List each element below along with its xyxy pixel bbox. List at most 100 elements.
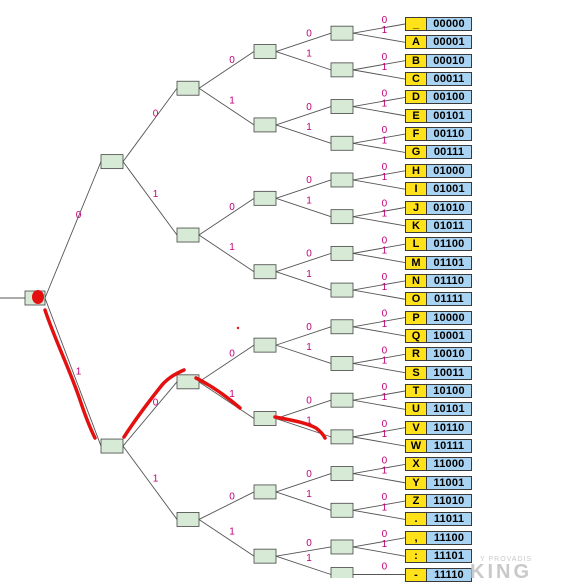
edge-label-one: 1	[382, 539, 388, 550]
tree-edge	[352, 23, 406, 34]
tree-edge	[122, 87, 178, 162]
tree-node	[330, 466, 354, 481]
leaf-code: 01011	[427, 219, 471, 232]
root-highlight-mark	[32, 290, 44, 304]
leaf-symbol: T	[406, 385, 427, 397]
edge-label-one: 1	[229, 389, 235, 400]
leaf-code: 10101	[427, 403, 471, 416]
tree-edge	[122, 445, 178, 520]
edge-label-one: 1	[306, 269, 312, 280]
tree-edge	[352, 243, 406, 254]
tree-edge	[352, 390, 406, 401]
leaf-code-box: .11011	[405, 512, 472, 527]
leaf-symbol: A	[406, 36, 427, 49]
tree-node	[330, 567, 354, 578]
tree-node	[330, 539, 354, 555]
tree-edge	[275, 491, 332, 511]
edge-label-one: 1	[153, 189, 159, 200]
leaf-symbol: V	[406, 421, 427, 434]
edge-label-zero: 0	[306, 249, 312, 260]
edge-label-zero: 0	[76, 210, 82, 221]
edge-label-one: 1	[306, 49, 312, 60]
edge-label-zero: 0	[382, 125, 388, 136]
edge-label-one: 1	[306, 416, 312, 427]
tree-edge	[275, 555, 332, 575]
leaf-code-box: _00000	[405, 17, 472, 31]
leaf-symbol: O	[406, 293, 427, 306]
edge-label-zero: 0	[382, 235, 388, 246]
tree-edge	[352, 170, 406, 181]
leaf-code: 10110	[427, 421, 471, 434]
edge-label-zero: 0	[382, 89, 388, 100]
edge-label-one: 1	[229, 242, 235, 253]
tree-node	[330, 392, 354, 408]
leaf-symbol: ,	[406, 531, 427, 544]
tree-edge	[275, 51, 332, 71]
leaf-code-box: :11101	[405, 549, 472, 564]
edge-label-zero: 0	[306, 28, 312, 39]
edge-label-zero: 0	[382, 15, 388, 26]
edge-label-one: 1	[382, 25, 388, 36]
edge-label-one: 1	[382, 62, 388, 73]
tree-edge	[275, 546, 332, 557]
edge-label-one: 1	[382, 356, 388, 367]
edge-label-one: 1	[382, 429, 388, 440]
tree-edge	[198, 491, 255, 520]
tree-edge	[352, 216, 406, 227]
tree-edge	[352, 280, 406, 291]
leaf-code: 01101	[427, 256, 471, 269]
tree-node	[330, 172, 354, 188]
tree-edge	[352, 427, 406, 438]
edge-label-zero: 0	[306, 469, 312, 480]
tree-edge	[122, 381, 178, 447]
tree-edge	[44, 297, 102, 447]
leaf-code: 11100	[427, 531, 471, 544]
edge-label-zero: 0	[306, 175, 312, 186]
edge-label-zero: 0	[229, 491, 235, 502]
edge-label-zero: 0	[306, 395, 312, 406]
edge-label-zero: 0	[382, 52, 388, 63]
edge-label-zero: 0	[153, 108, 159, 119]
edge-label-one: 1	[382, 282, 388, 293]
leaf-code: 11110	[427, 568, 471, 581]
tree-node	[330, 62, 354, 78]
tree-node	[176, 80, 200, 96]
tree-edge	[352, 133, 406, 144]
leaf-code: 00110	[427, 128, 471, 141]
tree-edge	[352, 252, 406, 263]
tree-edge	[275, 179, 332, 199]
leaf-code: 00000	[427, 18, 471, 30]
edge-label-zero: 0	[382, 309, 388, 320]
tree-edge	[198, 381, 255, 419]
tree-node	[253, 548, 277, 564]
edge-label-zero: 0	[382, 492, 388, 503]
leaf-symbol: S	[406, 366, 427, 379]
tree-edge	[198, 234, 255, 273]
tree-node	[253, 484, 277, 500]
tree-node	[330, 429, 354, 445]
edge-label-zero: 0	[382, 419, 388, 430]
edge-label-zero: 0	[382, 456, 388, 467]
tree-edge	[352, 179, 406, 190]
leaf-code: 10000	[427, 311, 471, 324]
tree-edge	[352, 509, 406, 520]
tree-edge	[275, 326, 332, 346]
edge-label-one: 1	[382, 99, 388, 110]
leaf-symbol: _	[406, 18, 427, 30]
leaf-code-box: -11110	[405, 567, 472, 582]
leaf-symbol: N	[406, 274, 427, 287]
leaf-code: 00011	[427, 73, 471, 86]
leaf-code: 10010	[427, 348, 471, 361]
tree-edge	[275, 32, 332, 52]
edge-label-one: 1	[382, 172, 388, 183]
